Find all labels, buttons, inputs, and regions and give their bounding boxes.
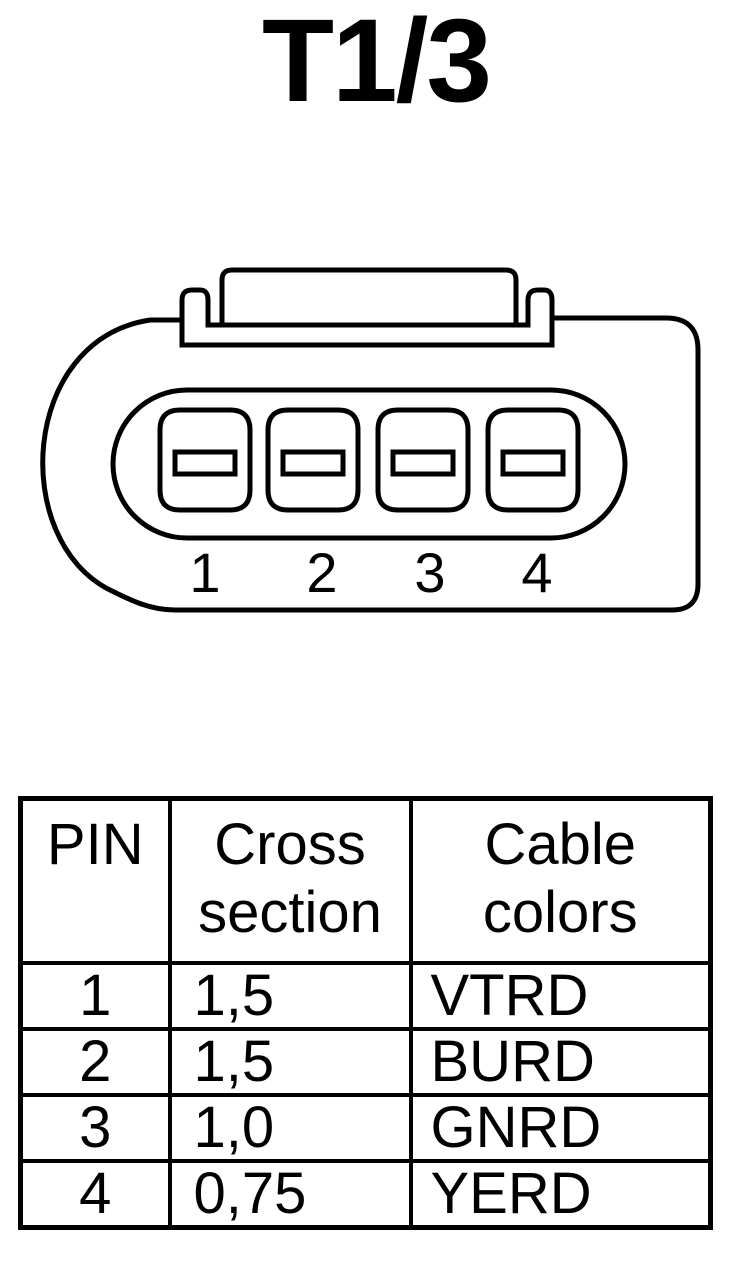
cell-cable-color: YERD [408,1159,713,1230]
pin-cavity-outline [110,387,628,541]
pin-4 [485,407,581,513]
table-header-row: PIN Cross section Cable colors [18,796,713,965]
pin-number-1: 1 [189,541,220,604]
cell-pin: 2 [18,1027,172,1097]
pin-assignment-table: PIN Cross section Cable colors 1 1,5 VTR… [18,796,713,1230]
cell-cross-section: 1,0 [167,1093,413,1163]
cell-cross-section: 1,5 [167,961,413,1031]
table-row: 4 0,75 YERD [18,1159,713,1230]
header-cross-section: Cross section [167,796,413,965]
cell-cross-section: 0,75 [167,1159,413,1230]
header-pin-label: PIN [46,812,144,877]
cell-cable-color: VTRD [408,961,713,1031]
table-row: 2 1,5 BURD [18,1027,713,1097]
pin-2-contact [280,449,346,477]
table-row: 3 1,0 GNRD [18,1093,713,1163]
header-color-line2: colors [482,880,638,945]
pin-number-2: 2 [306,541,337,604]
header-color-line1: Cable [484,812,637,877]
connector-face-diagram: 1 2 3 4 [40,267,701,613]
header-cross-line2: section [198,880,382,945]
pin-number-3: 3 [414,541,445,604]
header-cable-colors: Cable colors [408,796,713,965]
pin-3 [375,407,471,513]
pin-number-4: 4 [521,541,552,604]
connector-latch-top [219,267,519,325]
table-row: 1 1,5 VTRD [18,961,713,1031]
cell-cross-section: 1,5 [167,1027,413,1097]
cell-cable-color: BURD [408,1027,713,1097]
pin-4-contact [500,449,566,477]
connector-housing-outline [40,315,701,613]
pin-3-contact [390,449,456,477]
diagram-title: T1/3 [261,0,492,127]
header-cross-line1: Cross [214,812,366,877]
cell-pin: 1 [18,961,172,1031]
pin-1 [157,407,253,513]
connector-latch [179,287,555,348]
cell-pin: 4 [18,1159,172,1230]
header-pin: PIN [18,796,172,965]
pin-1-contact [172,449,238,477]
cell-pin: 3 [18,1093,172,1163]
cell-cable-color: GNRD [408,1093,713,1163]
pin-2 [265,407,361,513]
